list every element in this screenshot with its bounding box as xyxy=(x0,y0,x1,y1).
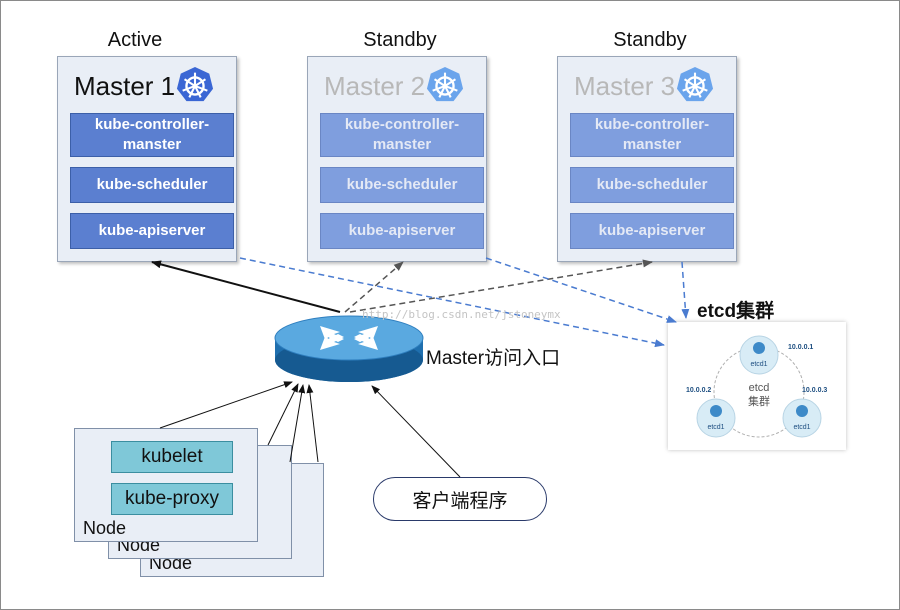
etcd-ip-3: 10.0.0.3 xyxy=(802,387,827,394)
etcd-node-label: etcd1 xyxy=(750,361,767,368)
etcd-icon xyxy=(796,405,808,417)
etcd-icon xyxy=(710,405,722,417)
arrow-master1-to-etcd xyxy=(239,257,665,348)
kubernetes-icon xyxy=(426,66,464,102)
etcd-ip-2: 10.0.0.2 xyxy=(686,387,711,394)
kubelet-box: kubelet xyxy=(111,441,233,473)
kubernetes-icon xyxy=(176,66,214,102)
label-active: Active xyxy=(107,29,163,51)
etcd-cluster-title: etcd集群 xyxy=(697,301,775,322)
arrow-node1-to-router xyxy=(159,381,293,429)
etcd-node-label: etcd1 xyxy=(707,424,724,431)
etcd-node-right: etcd1 xyxy=(782,398,822,438)
kube-apiserver-2: kube-apiserver xyxy=(320,213,484,249)
arrow-master2-to-etcd xyxy=(485,257,677,323)
arrow-node4-to-router xyxy=(306,384,319,463)
kube-proxy-box: kube-proxy xyxy=(111,483,233,515)
kube-apiserver-1: kube-apiserver xyxy=(70,213,234,249)
arrow-node2-to-router xyxy=(267,383,299,446)
arrow-master3-to-etcd xyxy=(681,261,690,319)
kube-scheduler-3: kube-scheduler xyxy=(570,167,734,203)
etcd-center-line2: 集群 xyxy=(748,394,770,408)
etcd-node-left: etcd1 xyxy=(696,398,736,438)
etcd-icon xyxy=(753,342,765,354)
client-program: 客户端程序 xyxy=(373,477,547,521)
etcd-cluster-box: etcd 集群 etcd1 etcd1 etcd1 10.0.0.1 10.0.… xyxy=(668,322,846,450)
master-2-title: Master 2 xyxy=(324,71,426,101)
router-icon xyxy=(274,315,424,382)
master-entry-label: Master访问入口 xyxy=(426,348,561,369)
master-1-box: Master 1 kube-controller-manster kube-sc… xyxy=(57,56,237,262)
arrow-router-to-master2 xyxy=(344,261,404,313)
kube-controller-manager-2: kube-controller-manster xyxy=(320,113,484,157)
etcd-ip-1: 10.0.0.1 xyxy=(788,344,813,351)
kube-scheduler-1: kube-scheduler xyxy=(70,167,234,203)
kubernetes-icon xyxy=(676,66,714,102)
arrow-router-to-master3 xyxy=(349,259,653,313)
master-1-title: Master 1 xyxy=(74,71,176,101)
kube-controller-manager-3: kube-controller-manster xyxy=(570,113,734,157)
kube-apiserver-3: kube-apiserver xyxy=(570,213,734,249)
label-standby-2: Standby xyxy=(613,29,687,51)
watermark-text: http://blog.csdn.net/jstoneymx xyxy=(362,308,561,321)
etcd-node-label: etcd1 xyxy=(793,424,810,431)
etcd-node-top: etcd1 xyxy=(739,335,779,375)
arrow-router-to-master1 xyxy=(151,260,341,313)
arrow-node3-to-router xyxy=(289,384,306,463)
node-box-1: kubelet kube-proxy Node xyxy=(74,428,258,542)
etcd-cluster-graphic: etcd 集群 etcd1 etcd1 etcd1 10.0.0.1 10.0.… xyxy=(686,335,827,438)
node-label: Node xyxy=(83,518,127,538)
kube-scheduler-2: kube-scheduler xyxy=(320,167,484,203)
label-standby-1: Standby xyxy=(363,29,437,51)
master-3-box: Master 3 kube-controller-manster kube-sc… xyxy=(557,56,737,262)
arrow-client-to-router xyxy=(371,385,461,478)
etcd-center-line1: etcd xyxy=(749,382,770,394)
master-3-title: Master 3 xyxy=(574,71,676,101)
master-2-box: Master 2 kube-controller-manster kube-sc… xyxy=(307,56,487,262)
kube-controller-manager-1: kube-controller-manster xyxy=(70,113,234,157)
